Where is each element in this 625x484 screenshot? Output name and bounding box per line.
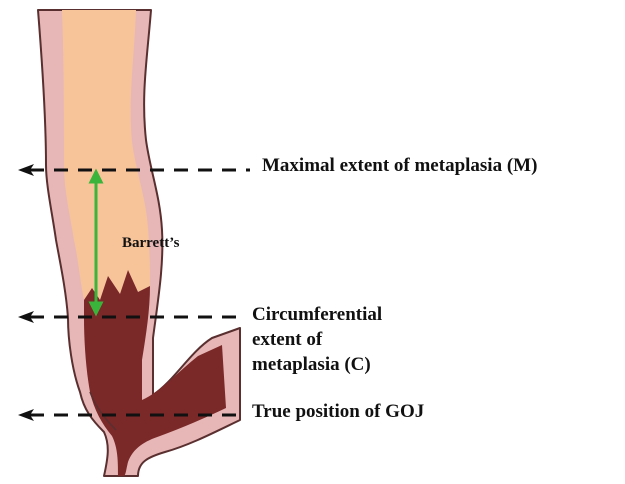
circumferential-label-line-1: Circumferential [252, 302, 382, 327]
circumferential-extent-label: Circumferential extent of metaplasia (C) [252, 302, 382, 377]
maximal-extent-label: Maximal extent of metaplasia (M) [262, 155, 537, 177]
barretts-label: Barrett’s [122, 235, 179, 252]
circumferential-label-line-3: metaplasia (C) [252, 352, 382, 377]
goj-label: True position of GOJ [252, 401, 424, 423]
circumferential-label-line-2: extent of [252, 327, 382, 352]
